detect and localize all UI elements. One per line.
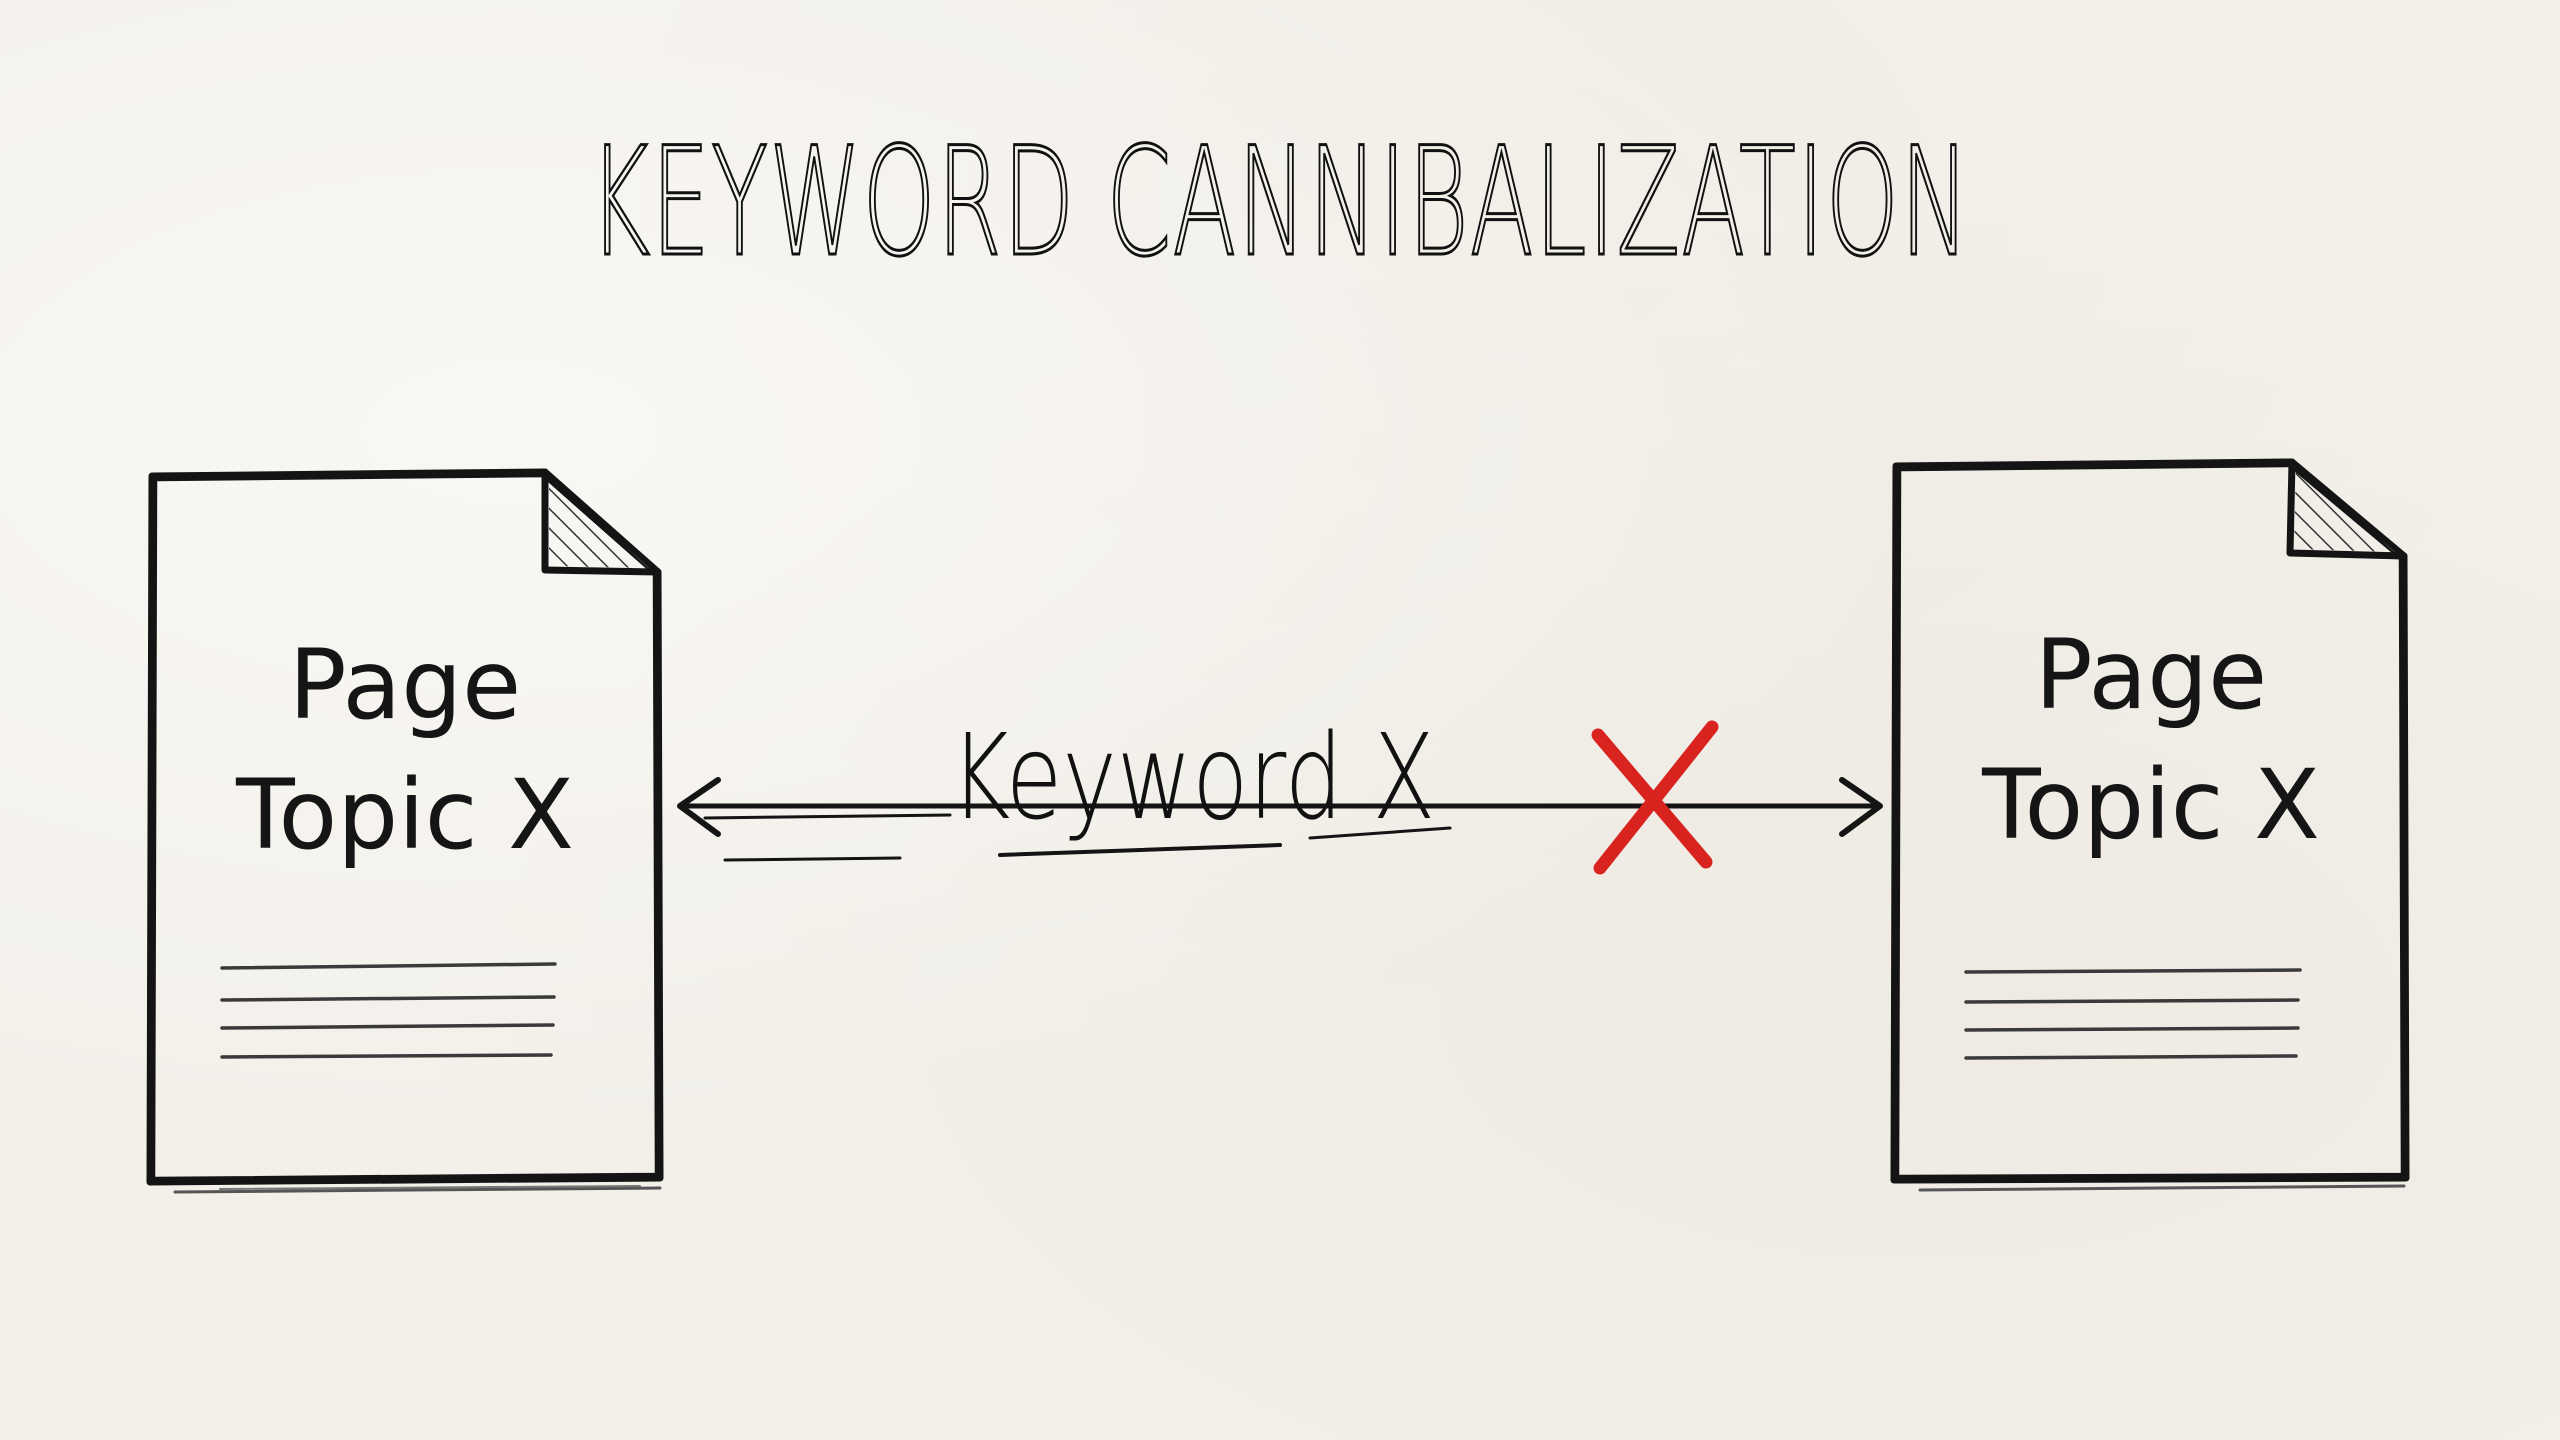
- right-document-icon: [1890, 458, 2410, 1192]
- right-page-line2: Topic X: [1982, 749, 2320, 861]
- left-page-line2: Topic X: [236, 759, 574, 871]
- keyword-label: Keyword X: [950, 708, 1436, 846]
- double-arrow-icon: [677, 777, 1883, 862]
- left-page-line1: Page: [288, 629, 522, 741]
- red-x-icon: [1591, 720, 1719, 875]
- right-page-label: Page Topic X: [1896, 610, 2406, 870]
- diagram-title: KEYWORD CANNIBALIZATION: [588, 116, 1972, 290]
- left-document-icon: [146, 468, 664, 1194]
- right-page-line1: Page: [2034, 619, 2268, 731]
- left-page-label: Page Topic X: [150, 620, 660, 880]
